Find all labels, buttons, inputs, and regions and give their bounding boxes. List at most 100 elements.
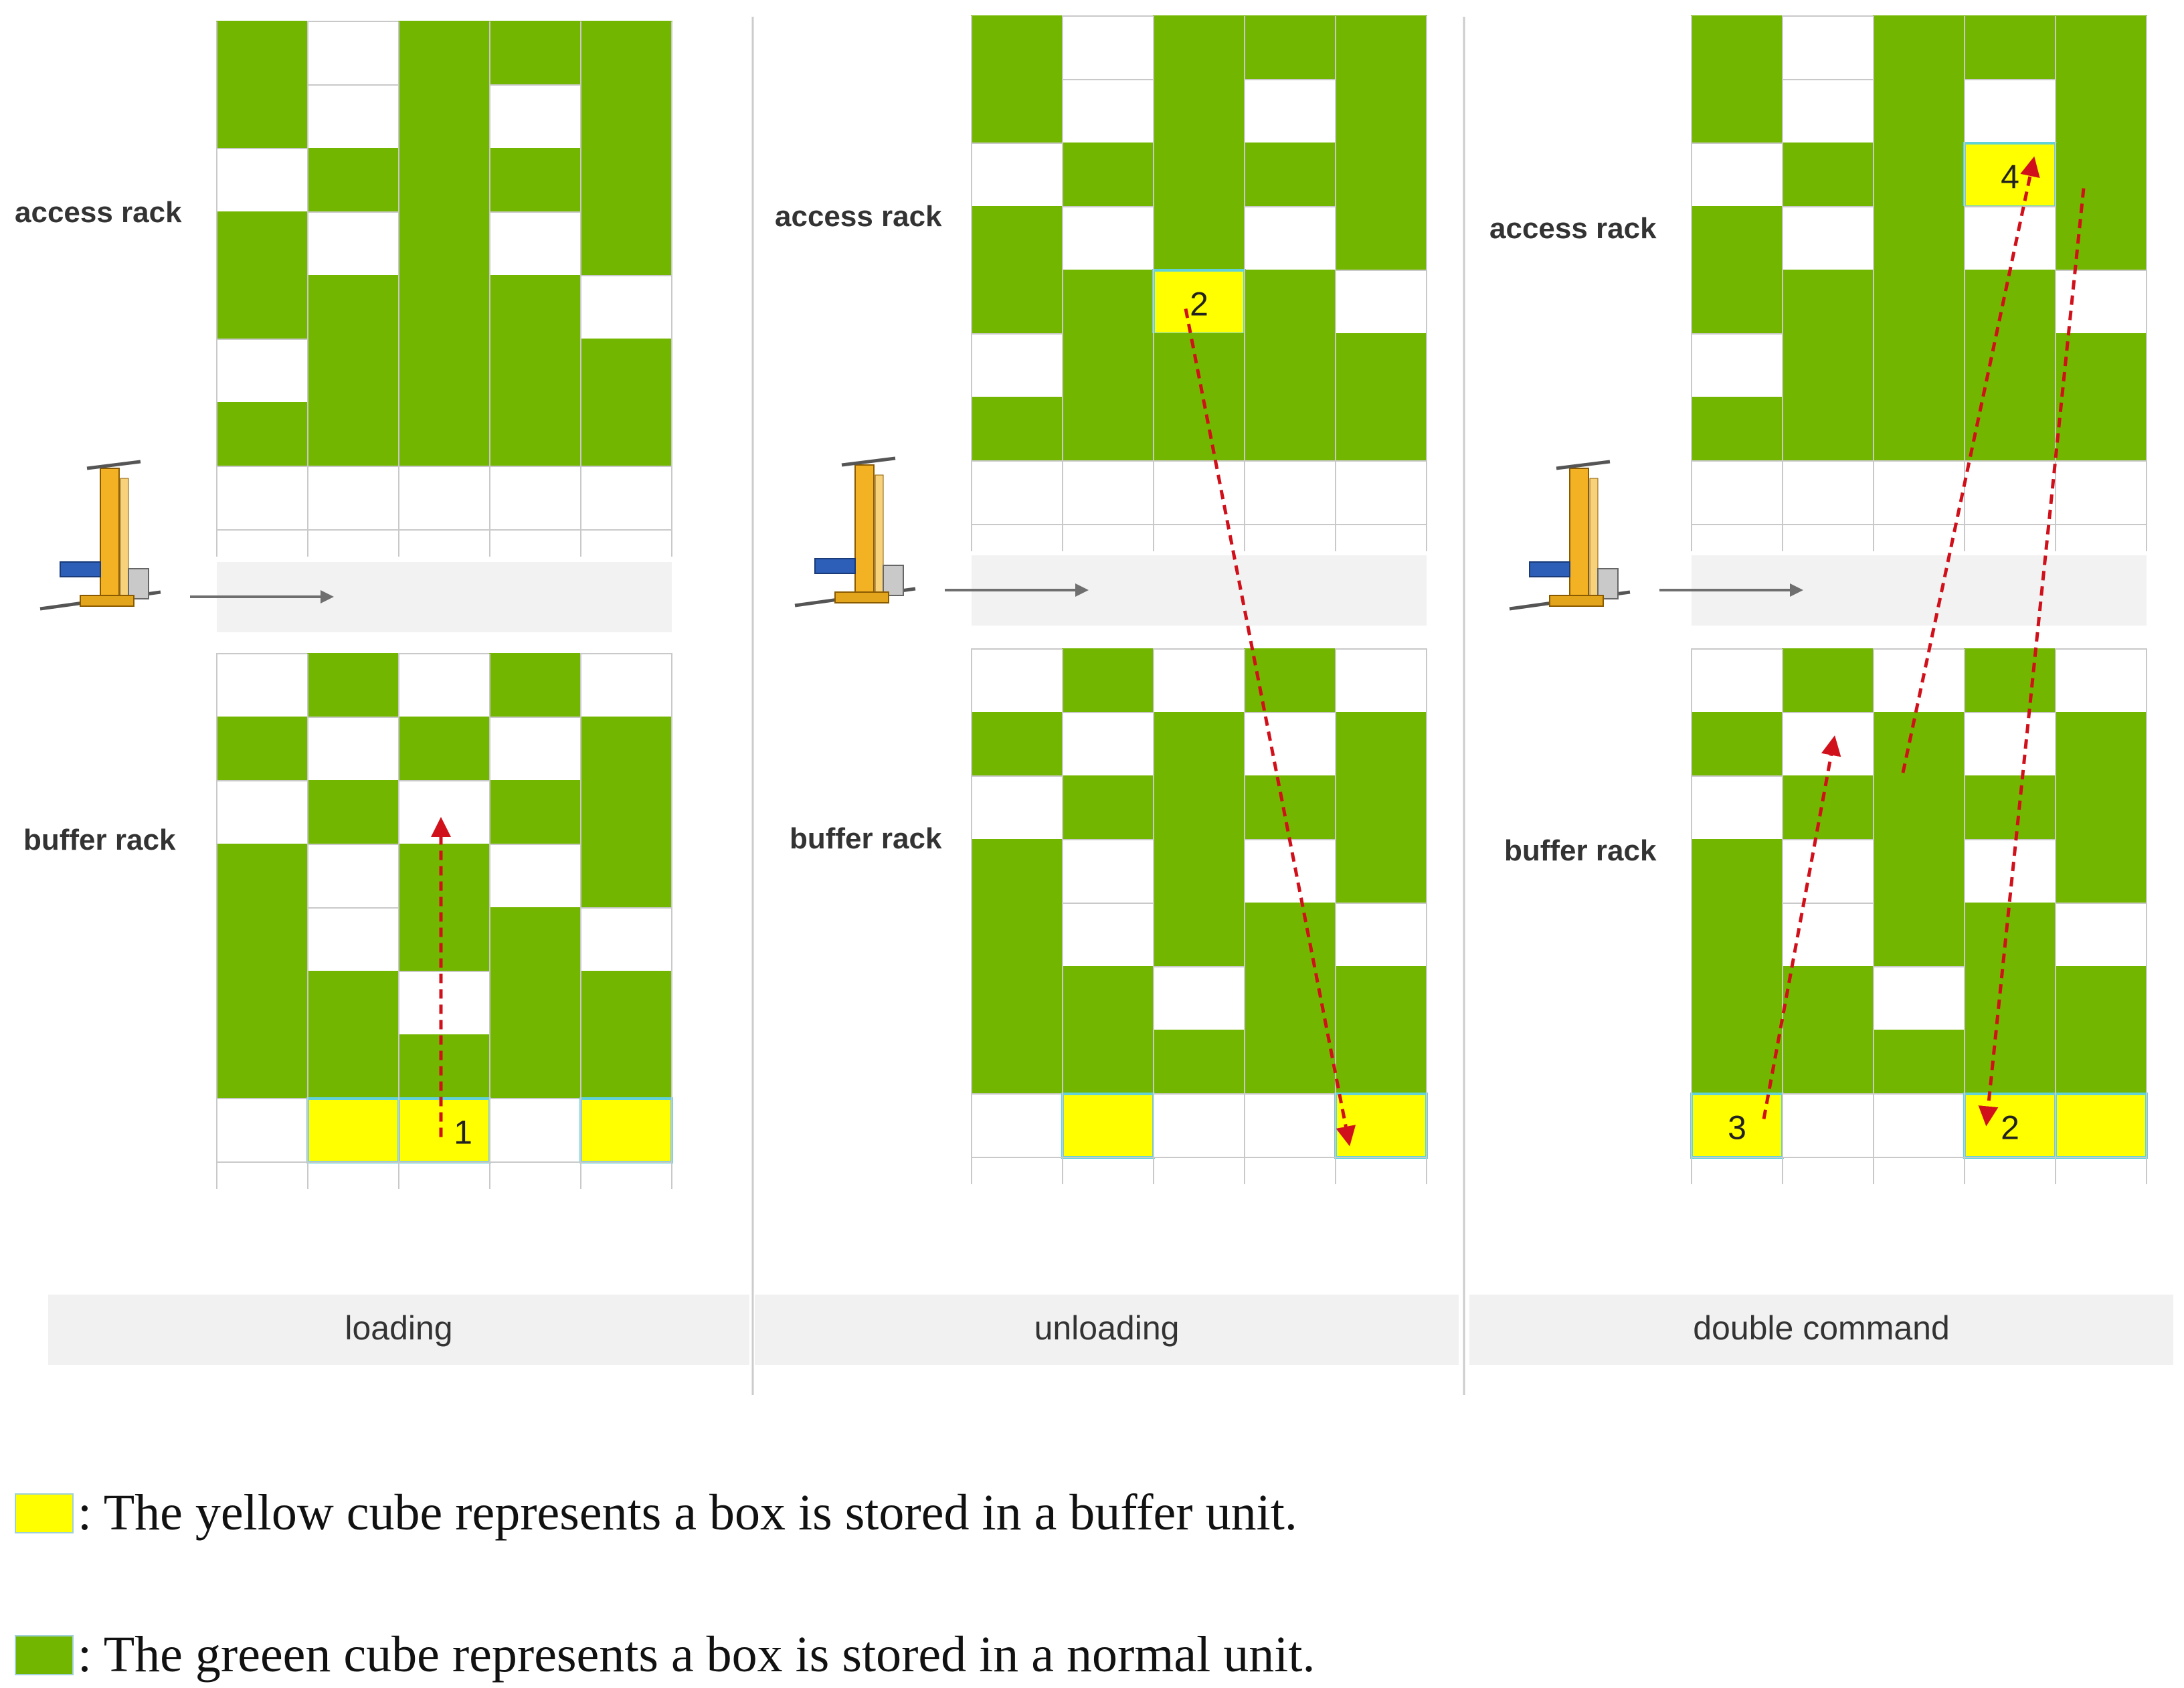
normal-box-cell [971, 397, 1063, 462]
empty-cell [1153, 1093, 1245, 1158]
normal-box-cell [2055, 15, 2147, 80]
normal-box-cell [307, 653, 399, 718]
normal-box-cell [1335, 1030, 1427, 1095]
normal-box-cell [1153, 839, 1245, 904]
empty-cell [1062, 460, 1154, 525]
empty-cell [1782, 206, 1874, 271]
normal-box-cell [1244, 1030, 1336, 1095]
normal-box-cell [971, 903, 1063, 967]
normal-box-cell [1691, 270, 1783, 335]
caption-label: loading [345, 1309, 452, 1347]
step-marker-4: 4 [2001, 159, 2019, 196]
normal-box-cell [307, 148, 399, 213]
normal-box-cell [1691, 839, 1783, 904]
empty-cell [398, 971, 490, 1036]
normal-box-cell [580, 84, 672, 149]
normal-box-cell [1244, 966, 1336, 1031]
normal-box-cell [580, 780, 672, 845]
normal-box-cell [1873, 270, 1965, 335]
crane-cabinet [883, 565, 904, 596]
normal-box-cell [398, 717, 490, 781]
normal-box-cell [2055, 143, 2147, 207]
normal-box-cell [1873, 839, 1965, 904]
normal-box-cell [2055, 839, 2147, 904]
normal-box-cell [398, 275, 490, 340]
empty-cell [307, 211, 399, 276]
normal-box-cell [1153, 79, 1245, 144]
normal-box-cell [489, 1034, 581, 1099]
normal-box-cell [216, 84, 308, 149]
normal-box-cell [489, 402, 581, 467]
empty-cell [307, 907, 399, 972]
empty-cell [580, 466, 672, 531]
normal-box-cell [580, 717, 672, 781]
crane-mast-side [1589, 478, 1599, 599]
normal-box-cell [1964, 397, 2056, 462]
normal-box-cell [1244, 15, 1336, 80]
normal-box-cell [580, 971, 672, 1036]
normal-box-cell [216, 717, 308, 781]
empty-cell [971, 648, 1063, 713]
access-rack-label: access rack [1489, 212, 1657, 245]
buffer-rack-label: buffer rack [23, 824, 176, 856]
normal-box-cell [1782, 143, 1874, 207]
normal-box-cell [2055, 712, 2147, 777]
buffer-rack-label: buffer rack [1504, 834, 1657, 867]
empty-cell [1244, 712, 1336, 777]
normal-box-cell [1782, 966, 1874, 1031]
empty-cell [1691, 775, 1783, 840]
empty-cell [1062, 79, 1154, 144]
normal-box-cell [489, 780, 581, 845]
normal-box-cell [1691, 15, 1783, 80]
normal-box-cell [1335, 206, 1427, 271]
normal-box-cell [971, 1030, 1063, 1095]
crane-top-rail [86, 460, 141, 470]
normal-box-cell [398, 84, 490, 149]
normal-box-cell [2055, 966, 2147, 1031]
empty-cell [1964, 206, 2056, 271]
empty-cell [1062, 206, 1154, 271]
normal-box-cell [489, 148, 581, 213]
step-marker-2: 2 [2001, 1109, 2019, 1147]
normal-box-cell [216, 275, 308, 340]
normal-box-cell [971, 966, 1063, 1031]
empty-cell [216, 339, 308, 403]
empty-cell [1244, 206, 1336, 271]
empty-cell [1782, 15, 1874, 80]
crane-fork [814, 558, 856, 574]
buffer-rack [216, 653, 673, 1189]
empty-cell [1335, 270, 1427, 335]
normal-box-cell [1062, 966, 1154, 1031]
empty-cell [489, 717, 581, 781]
crane-base [834, 591, 889, 603]
normal-box-cell [1964, 648, 2056, 713]
crane-top-rail [841, 456, 896, 467]
empty-cell [307, 84, 399, 149]
buffer-box-cell [2054, 1093, 2148, 1159]
normal-box-cell [216, 907, 308, 972]
step-marker-1: 1 [454, 1114, 472, 1151]
empty-cell [2055, 270, 2147, 335]
empty-cell [489, 211, 581, 276]
empty-cell [489, 466, 581, 531]
normal-box-cell [1335, 839, 1427, 904]
empty-cell [1062, 712, 1154, 777]
normal-box-cell [398, 21, 490, 86]
movement-arrow [1762, 735, 1841, 1119]
empty-cell [580, 653, 672, 718]
empty-cell [1244, 460, 1336, 525]
normal-box-cell [1873, 1030, 1965, 1095]
normal-box-cell [1062, 270, 1154, 335]
normal-box-cell [2055, 775, 2147, 840]
empty-cell [1691, 460, 1783, 525]
normal-box-cell [398, 339, 490, 403]
normal-box-cell [398, 402, 490, 467]
normal-box-cell [1873, 143, 1965, 207]
empty-cell [1964, 460, 2056, 525]
normal-box-cell [1153, 143, 1245, 207]
crane-base [1549, 595, 1604, 607]
normal-box-cell [307, 780, 399, 845]
normal-box-cell [1062, 1030, 1154, 1095]
